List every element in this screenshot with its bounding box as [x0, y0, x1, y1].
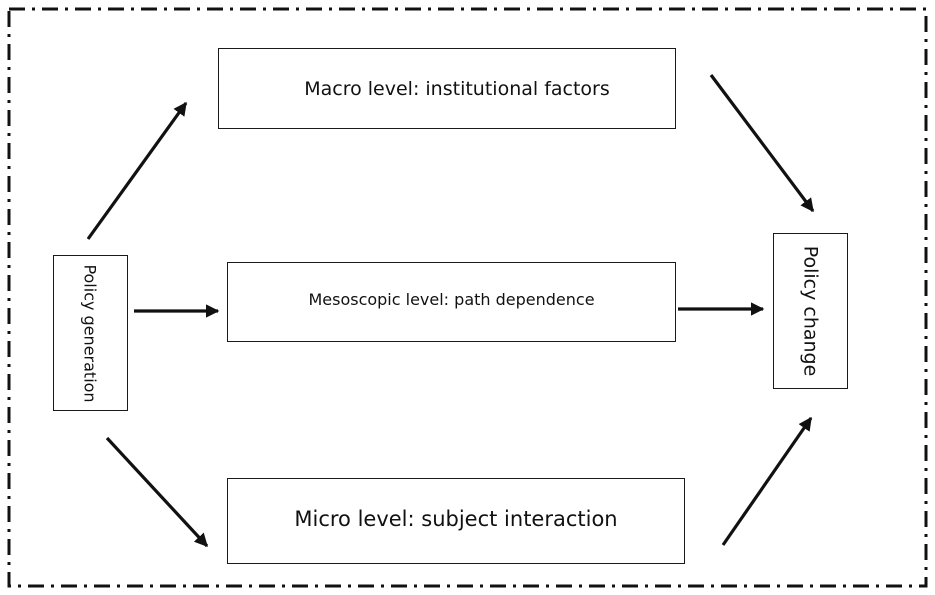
policy-generation-label: Policy generation [81, 263, 100, 403]
meso-level-box: Mesoscopic level: path dependence [227, 262, 676, 342]
macro-level-label: Macro level: institutional factors [304, 77, 610, 100]
arrow-micro-to-change [721, 416, 813, 546]
micro-level-box: Micro level: subject interaction [227, 478, 685, 564]
macro-level-box: Macro level: institutional factors [218, 48, 676, 129]
policy-generation-box: Policy generation [53, 255, 128, 411]
meso-level-label: Mesoscopic level: path dependence [308, 289, 595, 309]
arrow-macro-to-change [709, 74, 815, 213]
policy-change-box: Policy change [773, 233, 848, 389]
arrow-generation-to-macro [86, 101, 188, 240]
micro-level-label: Micro level: subject interaction [294, 507, 618, 531]
outer-dashdot-frame [7, 7, 928, 588]
arrow-generation-to-micro [105, 436, 209, 548]
policy-change-label: Policy change [799, 245, 822, 377]
